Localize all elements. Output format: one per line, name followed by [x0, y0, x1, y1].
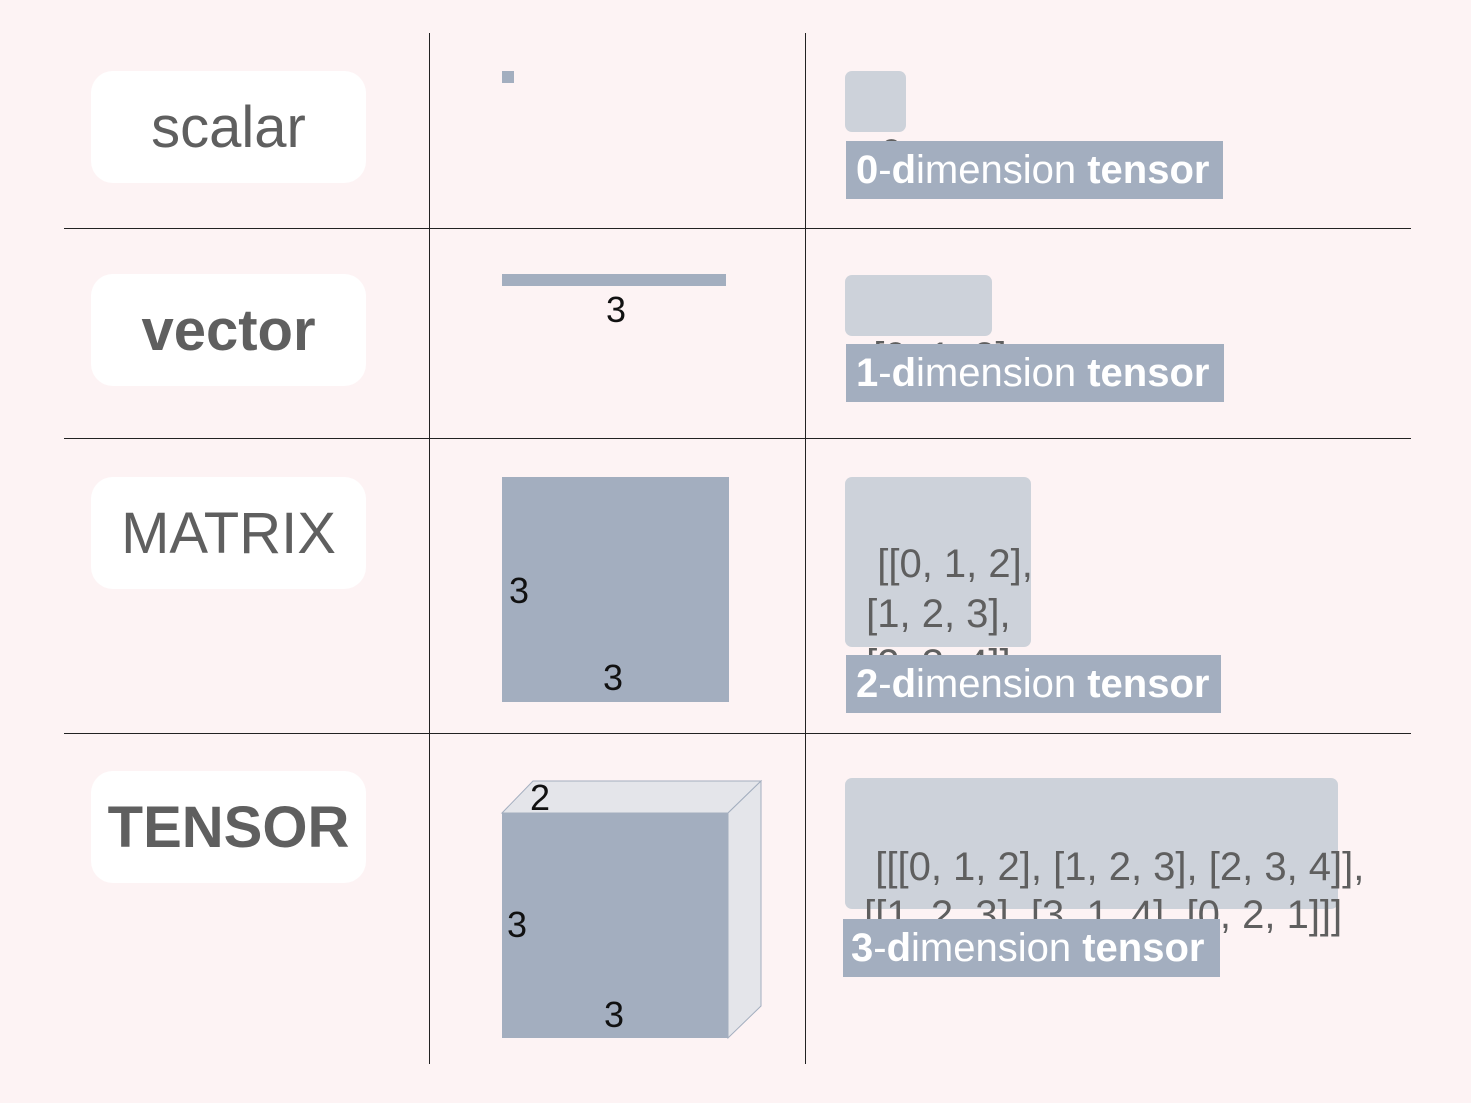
dim-number: 2	[856, 662, 879, 706]
matrix-dim-label: 2-dimension tensor	[846, 655, 1221, 713]
row-divider	[64, 733, 1411, 734]
dim-number: 1	[856, 351, 879, 395]
tensor-code-box: [[[0, 1, 2], [1, 2, 3], [2, 3, 4]], [[1,…	[845, 778, 1364, 937]
dim-dash: -	[878, 351, 892, 395]
tensor-rows-label: 3	[507, 904, 528, 945]
column-divider	[429, 33, 430, 1064]
dim-dash: -	[873, 926, 887, 970]
tensor-cube	[500, 779, 763, 1040]
row-divider	[64, 228, 1411, 229]
vector-length-label: 3	[606, 289, 627, 330]
matrix-code: [[0, 1, 2], [1, 2, 3], [2, 3, 4]]	[866, 542, 1033, 686]
vector-dim-label: 1-dimension tensor	[846, 344, 1224, 402]
dim-word: tensor	[1087, 662, 1210, 706]
dim-rest: imension	[916, 662, 1077, 706]
row-divider	[64, 438, 1411, 439]
matrix-name: MATRIX	[121, 500, 336, 566]
dim-d: d	[886, 926, 912, 970]
dim-dash: -	[878, 662, 892, 706]
dim-d: d	[891, 148, 917, 192]
cube-front-face	[502, 813, 728, 1038]
cube-side-face	[727, 779, 762, 1040]
dim-d: d	[891, 351, 917, 395]
matrix-shape	[502, 477, 729, 702]
matrix-code-box: [[0, 1, 2], [1, 2, 3], [2, 3, 4]]	[845, 477, 1033, 686]
matrix-cols-label: 3	[603, 657, 624, 698]
scalar-name-box: scalar	[91, 71, 366, 183]
dim-rest: imension	[911, 926, 1072, 970]
tensor-depth-label: 2	[530, 777, 551, 818]
tensor-cols-label: 3	[604, 994, 625, 1035]
vector-name-box: vector	[91, 274, 366, 386]
vector-shape	[502, 274, 726, 286]
dim-word: tensor	[1087, 351, 1210, 395]
matrix-name-box: MATRIX	[91, 477, 366, 589]
tensor-name-box: TENSOR	[91, 771, 366, 883]
dim-d: d	[891, 662, 917, 706]
vector-name: vector	[141, 297, 316, 363]
dim-word: tensor	[1087, 148, 1210, 192]
dim-dash: -	[878, 148, 892, 192]
dim-rest: imension	[916, 351, 1077, 395]
scalar-dim-label: 0-dimension tensor	[846, 141, 1223, 199]
dim-rest: imension	[916, 148, 1077, 192]
column-divider	[805, 33, 806, 1064]
scalar-code-box: 0	[845, 71, 906, 176]
matrix-rows-label: 3	[509, 570, 530, 611]
scalar-name: scalar	[151, 94, 306, 160]
scalar-shape	[502, 71, 514, 83]
dim-number: 3	[851, 926, 874, 970]
tensor-name: TENSOR	[107, 794, 350, 860]
dim-number: 0	[856, 148, 879, 192]
dim-word: tensor	[1082, 926, 1205, 970]
tensor-dim-label: 3-dimension tensor	[843, 919, 1220, 977]
vector-code-box: [0, 1, 2]	[845, 275, 1007, 379]
